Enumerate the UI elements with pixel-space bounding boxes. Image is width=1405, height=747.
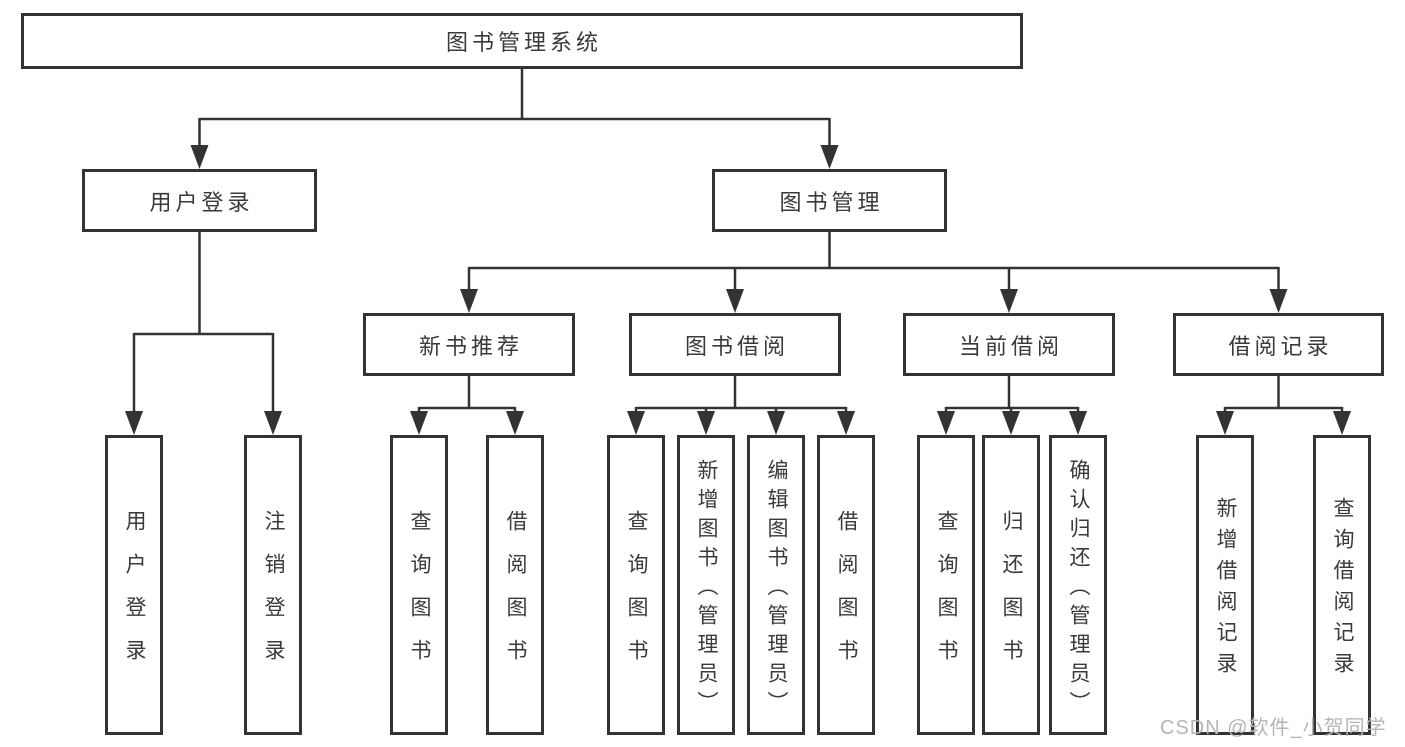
leaf-add-books-admin-label: 新增图书（管理员） <box>695 458 718 720</box>
leaf-borrow-books-recommend-label: 借阅图书 <box>504 510 527 682</box>
leaf-query-books-recommend-label: 查询图书 <box>408 510 431 682</box>
node-book-management: 图书管理 <box>712 169 947 232</box>
watermark: CSDN @软件_小贺同学 <box>1160 717 1387 739</box>
leaf-query-books-current-label: 查询图书 <box>935 510 958 682</box>
leaf-edit-books-admin-label: 编辑图书（管理员） <box>765 458 788 720</box>
leaf-add-books-admin: 新增图书（管理员） <box>677 435 735 735</box>
leaf-query-books-recommend: 查询图书 <box>390 435 448 735</box>
node-current-borrowing-label: 当前借阅 <box>958 333 1063 359</box>
leaf-query-books-borrowing-label: 查询图书 <box>625 510 648 682</box>
node-new-book-recommend: 新书推荐 <box>363 313 575 376</box>
leaf-borrow-books-recommend: 借阅图书 <box>486 435 544 735</box>
leaf-borrow-books-borrowing-label: 借阅图书 <box>835 510 858 682</box>
leaf-borrow-books-borrowing: 借阅图书 <box>817 435 875 735</box>
leaf-query-borrow-record: 查询借阅记录 <box>1313 435 1371 735</box>
leaf-confirm-return-admin: 确认归还（管理员） <box>1049 435 1107 735</box>
node-current-borrowing: 当前借阅 <box>903 313 1115 376</box>
leaf-query-borrow-record-label: 查询借阅记录 <box>1331 497 1354 683</box>
node-root-label: 图书管理系统 <box>445 30 602 55</box>
leaf-query-books-current: 查询图书 <box>917 435 975 735</box>
node-user-login: 用户登录 <box>82 169 317 232</box>
arrowheads <box>125 145 1351 435</box>
leaf-logout-label: 注销登录 <box>262 510 285 682</box>
node-user-login-label: 用户登录 <box>149 189 254 215</box>
node-book-borrowing: 图书借阅 <box>629 313 841 376</box>
leaf-logout: 注销登录 <box>244 435 302 735</box>
leaf-edit-books-admin: 编辑图书（管理员） <box>747 435 805 735</box>
leaf-add-borrow-record: 新增借阅记录 <box>1196 435 1254 735</box>
node-book-management-label: 图书管理 <box>779 189 884 215</box>
node-root: 图书管理系统 <box>21 13 1023 69</box>
leaf-confirm-return-admin-label: 确认归还（管理员） <box>1067 458 1090 720</box>
leaf-return-books: 归还图书 <box>982 435 1040 735</box>
node-book-borrowing-label: 图书借阅 <box>684 333 789 359</box>
leaf-query-books-borrowing: 查询图书 <box>607 435 665 735</box>
node-borrowing-records: 借阅记录 <box>1173 313 1384 376</box>
leaf-user-login-label: 用户登录 <box>123 510 146 682</box>
leaf-add-borrow-record-label: 新增借阅记录 <box>1214 497 1237 683</box>
leaf-return-books-label: 归还图书 <box>1000 510 1023 682</box>
node-new-book-recommend-label: 新书推荐 <box>418 333 523 359</box>
leaf-user-login: 用户登录 <box>105 435 163 735</box>
node-borrowing-records-label: 借阅记录 <box>1228 333 1333 359</box>
